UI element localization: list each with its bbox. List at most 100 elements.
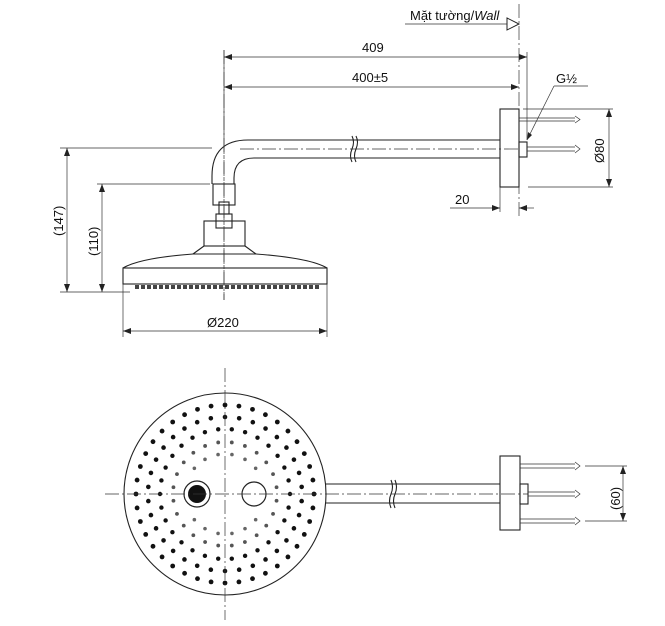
spray-hole <box>192 466 197 471</box>
spray-hole <box>271 511 275 516</box>
spray-hole <box>170 530 175 535</box>
spray-hole <box>137 519 143 524</box>
spray-hole <box>266 443 271 448</box>
spray-hole <box>282 465 287 470</box>
wall-label-italic: Wall <box>474 8 500 23</box>
nozzle <box>213 285 217 289</box>
nozzle <box>273 285 277 289</box>
spray-hole <box>216 452 220 457</box>
spray-hole <box>159 428 165 434</box>
spray-hole <box>146 498 151 504</box>
dim-flange-depth: 20 <box>455 192 469 207</box>
spray-hole <box>146 484 151 490</box>
nozzle <box>315 285 319 289</box>
nozzle <box>177 285 181 289</box>
spray-hole <box>203 457 207 462</box>
nozzle <box>231 285 235 289</box>
spray-hole <box>254 450 259 455</box>
spray-hole <box>243 526 247 531</box>
wall-marker: Mặt tường/Wall <box>405 4 521 218</box>
nozzle <box>243 285 247 289</box>
spray-hole <box>148 470 154 476</box>
spray-hole <box>230 531 234 536</box>
spray-hole <box>230 452 234 457</box>
spray-hole <box>285 554 291 560</box>
spray-hole <box>274 419 280 425</box>
nozzle <box>135 285 139 289</box>
dim-thread: G½ <box>556 71 577 86</box>
spray-hole <box>299 484 304 490</box>
spray-hole <box>286 505 291 510</box>
spray-hole <box>274 548 280 554</box>
spray-hole <box>150 543 156 549</box>
spray-hole <box>159 554 165 560</box>
spray-hole <box>275 453 280 458</box>
spray-hole <box>253 517 258 522</box>
spray-hole <box>236 416 242 421</box>
spray-hole <box>229 556 234 561</box>
shower-head-top <box>105 368 528 620</box>
spray-hole <box>242 540 247 544</box>
spray-hole <box>182 557 187 562</box>
spray-hole <box>208 567 214 572</box>
spray-hole <box>284 445 289 450</box>
spray-hole <box>191 533 196 538</box>
spray-hole <box>307 464 313 469</box>
spray-hole <box>250 576 255 582</box>
shower-head-side <box>122 140 328 300</box>
spray-hole <box>208 403 214 409</box>
spray-hole <box>182 412 187 418</box>
spray-hole <box>229 543 234 548</box>
nozzle <box>297 285 301 289</box>
spray-hole <box>179 540 184 545</box>
spray-hole <box>191 450 196 455</box>
nozzle <box>165 285 169 289</box>
nozzle <box>225 285 229 289</box>
nozzle <box>183 285 187 289</box>
spray-hole <box>163 518 168 523</box>
spray-hole <box>175 472 179 477</box>
spray-hole <box>299 498 304 504</box>
spray-hole <box>170 548 176 554</box>
spray-hole <box>250 419 256 425</box>
spray-hole <box>190 435 195 440</box>
nozzle <box>261 285 265 289</box>
wall-label: Mặt tường/ <box>410 8 475 23</box>
svg-text:Mặt tường/Wall: Mặt tường/Wall <box>410 8 500 23</box>
spray-hole <box>194 563 200 569</box>
spray-hole <box>175 511 179 516</box>
spray-hole <box>170 434 176 440</box>
spray-hole <box>171 485 176 490</box>
spray-hole <box>170 563 176 569</box>
spray-hole <box>161 538 166 543</box>
spray-hole <box>284 538 289 543</box>
spray-hole <box>222 402 228 408</box>
dimension-heights: (147) (110) Ø220 <box>51 147 328 337</box>
arm-top: (60) <box>325 455 627 531</box>
spray-hole <box>291 526 297 531</box>
nozzle <box>141 285 145 289</box>
spray-hole <box>255 435 260 440</box>
spray-hole <box>266 540 271 545</box>
spray-hole <box>202 553 208 559</box>
nozzle <box>309 285 313 289</box>
spray-hole <box>296 470 302 476</box>
spray-hole <box>301 532 307 537</box>
dim-flange-diameter: Ø80 <box>592 138 607 163</box>
spray-hole <box>263 570 268 576</box>
spray-hole <box>250 406 255 412</box>
spray-hole <box>179 443 184 448</box>
spray-holes <box>133 402 317 586</box>
spray-hole <box>271 472 275 477</box>
nozzle <box>153 285 157 289</box>
spray-hole <box>307 519 313 524</box>
nozzle-row <box>135 285 319 289</box>
spray-hole <box>253 466 258 471</box>
spray-hole <box>134 505 140 511</box>
spray-hole <box>161 445 166 450</box>
dimension-arm-length: 409 400±5 <box>223 40 528 140</box>
spray-hole <box>163 465 168 470</box>
spray-hole <box>294 439 300 445</box>
dim-147: (147) <box>51 206 66 236</box>
